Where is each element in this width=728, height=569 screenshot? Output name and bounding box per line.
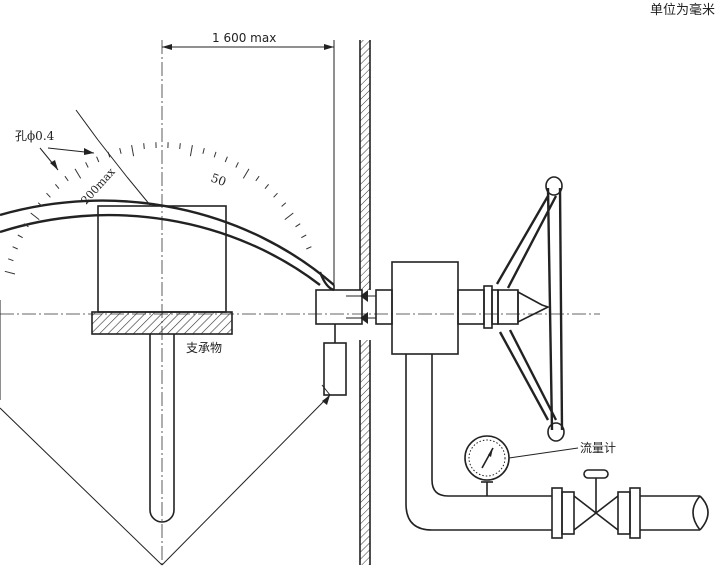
spray-ring <box>0 199 335 292</box>
scale-tick <box>96 156 100 163</box>
scale-tick <box>284 212 294 220</box>
scale-tick <box>255 175 260 182</box>
support-plate <box>91 311 233 335</box>
scale-tick-label: 50 <box>209 171 228 189</box>
scale-tick <box>37 202 43 207</box>
flowmeter-leader <box>508 447 579 459</box>
scale-tick <box>131 145 135 157</box>
scale-tick <box>85 162 89 168</box>
scale-tick <box>119 147 122 154</box>
control-valve <box>551 469 641 539</box>
scale-tick <box>30 212 40 220</box>
scale-tick <box>264 183 269 190</box>
scale-tick <box>8 258 14 262</box>
scale-tick <box>143 143 145 150</box>
scale-tick <box>179 143 181 150</box>
pressure-gauge <box>464 435 510 496</box>
handwheel <box>495 176 565 442</box>
support-label: 支承物 <box>186 341 222 355</box>
nozzle-sensor <box>323 342 347 396</box>
hole-label: 孔ϕ0.4 <box>15 129 55 143</box>
scale-tick <box>4 270 16 275</box>
housing-collar <box>375 289 393 325</box>
scale-tick <box>23 223 29 228</box>
scale-tick <box>273 192 278 198</box>
scale-tick <box>55 183 60 190</box>
scale-tick <box>295 223 301 228</box>
scale-tick <box>301 234 307 239</box>
valve-shaft <box>457 285 551 329</box>
scale-tick <box>213 151 217 158</box>
hole-leaders <box>39 147 95 171</box>
flowmeter-label: 流量计 <box>580 441 616 455</box>
supply-pipe <box>405 354 709 531</box>
scale-tick <box>235 162 239 168</box>
wall-arrows <box>360 290 368 324</box>
scale-tick <box>64 175 69 182</box>
scale-tick <box>306 246 312 250</box>
width-dimension-label: 1 600 max <box>212 31 276 45</box>
scale-tick <box>242 168 250 179</box>
nozzle-housing <box>391 261 459 355</box>
scale-tick <box>281 202 287 207</box>
support-rod <box>149 334 175 523</box>
scale-ticks <box>4 142 312 275</box>
scale-tick <box>12 246 18 250</box>
scale-tick <box>17 234 23 239</box>
scale-tick <box>189 145 193 157</box>
chamber-wall <box>359 40 371 565</box>
scale-tick <box>224 156 228 163</box>
scale-tick <box>202 147 205 154</box>
units-note: 单位为毫米 <box>650 2 715 18</box>
scale-tick <box>46 192 51 198</box>
width-dimension: 1 600 max <box>162 31 335 285</box>
height-dimension: 200max <box>75 109 151 207</box>
spray-cone <box>0 300 331 566</box>
scale-tick <box>74 168 82 179</box>
